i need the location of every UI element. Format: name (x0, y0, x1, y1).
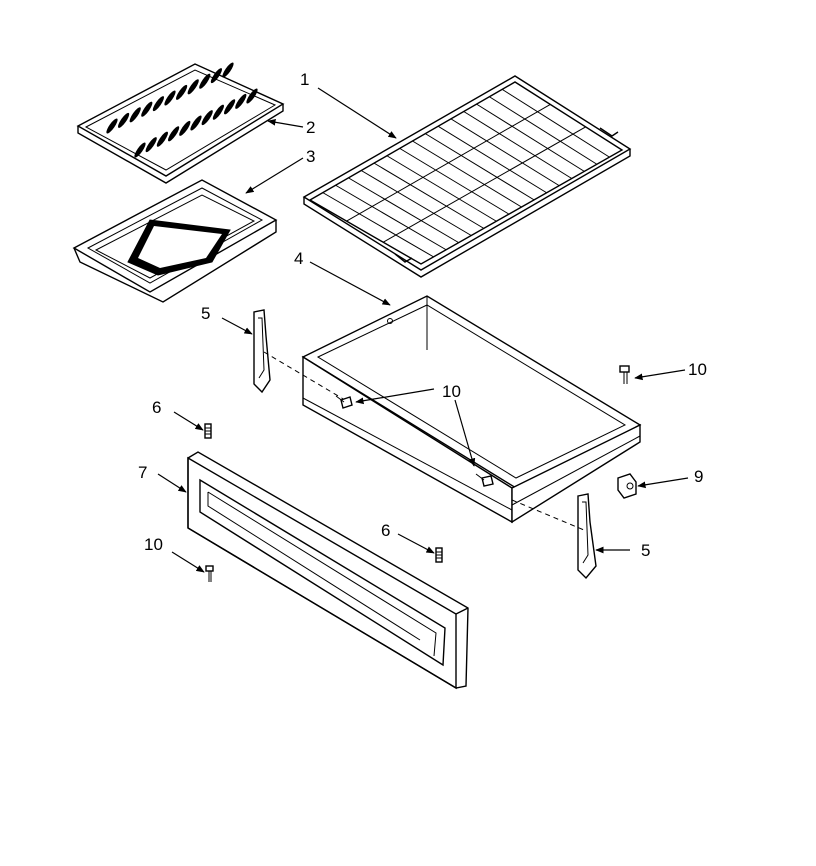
drawer-slide-left (253, 309, 271, 394)
drawer-stop (617, 473, 637, 499)
screw-drawer-side-b (475, 473, 494, 487)
oven-rack (302, 75, 632, 278)
oven-rack-wires (322, 88, 610, 258)
screw-upper-right (619, 365, 630, 384)
drawer-slide-right (577, 493, 597, 580)
broiler-pan (72, 179, 278, 303)
callout-9: 9 (694, 467, 703, 486)
stud-left (204, 423, 212, 439)
leader-lines (157, 87, 689, 573)
callout-5-right: 5 (641, 541, 650, 560)
drawer-front-panel (187, 451, 469, 690)
callout-10-drawer-side: 10 (442, 382, 461, 401)
screw-lower-left (205, 565, 214, 582)
storage-drawer (301, 295, 642, 524)
callout-5-left: 5 (201, 304, 210, 323)
broiler-grid-slots (106, 62, 258, 158)
callout-10-lower-left: 10 (144, 535, 163, 554)
stud-right (435, 547, 443, 563)
callout-4: 4 (294, 249, 303, 268)
callout-2: 2 (306, 118, 315, 137)
screw-drawer-side-a (335, 395, 353, 409)
callout-6-right: 6 (381, 521, 390, 540)
callout-1: 1 (300, 70, 309, 89)
callout-7: 7 (138, 463, 147, 482)
broiler-grid (76, 62, 285, 184)
callout-6-left: 6 (152, 398, 161, 417)
callout-3: 3 (306, 147, 315, 166)
callout-labels: 1 2 3 4 5 5 6 6 7 9 10 10 10 (138, 70, 707, 560)
slide-alignment-right (511, 499, 585, 531)
slide-alignment-left (263, 351, 346, 401)
callout-10-upper-right: 10 (688, 360, 707, 379)
